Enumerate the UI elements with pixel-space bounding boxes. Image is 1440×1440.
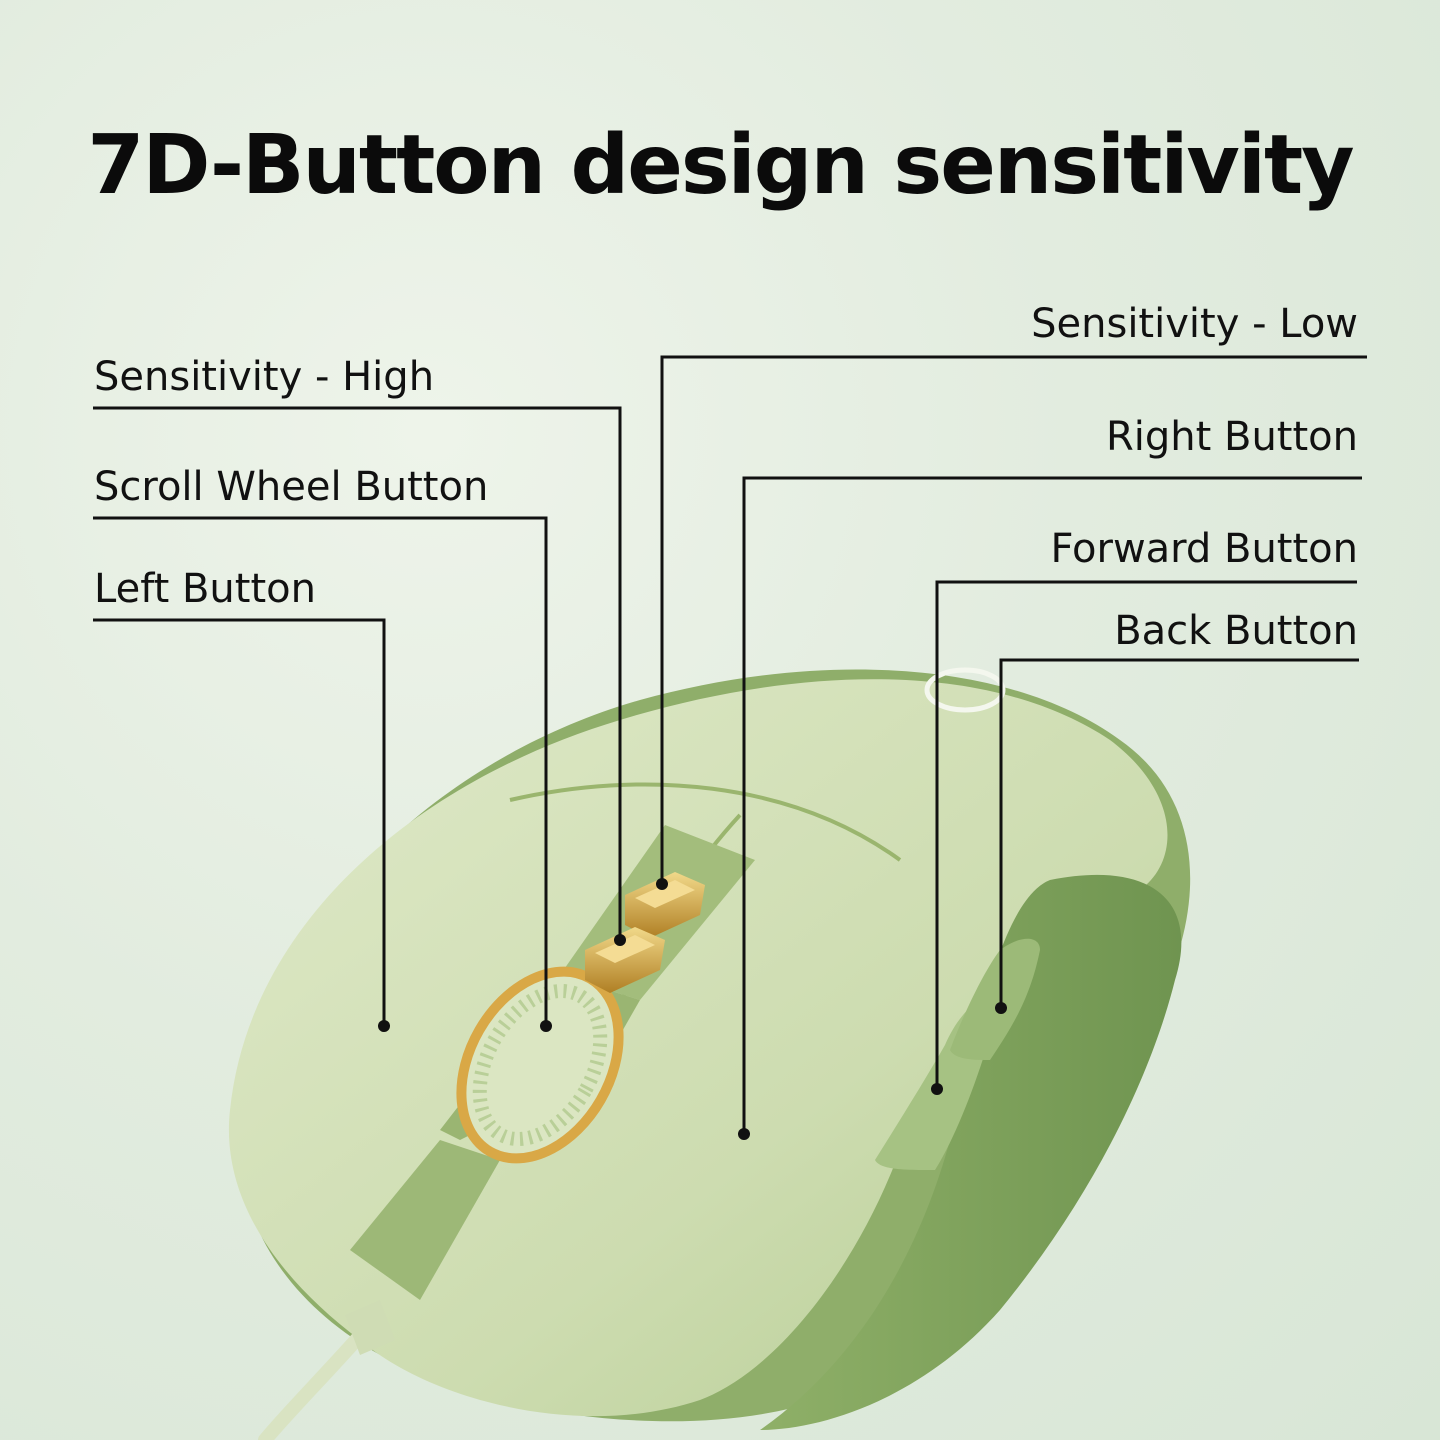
callout-lines	[93, 355, 1367, 1133]
label-sensitivity-high: Sensitivity - High	[94, 354, 435, 400]
label-scroll-wheel-button: Scroll Wheel Button	[94, 464, 489, 510]
callout-dots	[378, 878, 1007, 1140]
mouse-side-panel	[760, 874, 1182, 1430]
label-back-button: Back Button	[1114, 608, 1358, 654]
label-left-button: Left Button	[94, 566, 316, 612]
mouse-cable	[258, 1323, 372, 1440]
mouse-body	[228, 679, 1168, 1417]
back-button-shape	[950, 938, 1040, 1060]
sensitivity-high-key	[585, 927, 665, 993]
page-title: 7D-Button design sensitivity	[87, 118, 1354, 213]
label-forward-button: Forward Button	[1050, 526, 1358, 572]
label-sensitivity-low: Sensitivity - Low	[1031, 301, 1358, 347]
label-right-button: Right Button	[1105, 414, 1358, 460]
sensitivity-low-key	[625, 872, 705, 938]
